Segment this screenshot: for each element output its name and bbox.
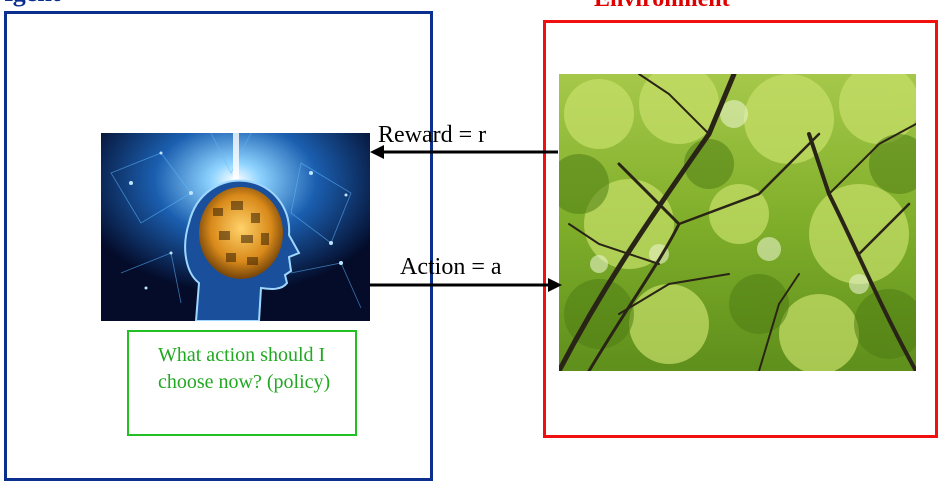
environment-title: Environment: [594, 0, 730, 13]
agent-title: Agent: [0, 0, 60, 8]
forest-image: [559, 74, 916, 371]
ai-head-image: [101, 133, 370, 321]
reward-arrow: [370, 145, 558, 159]
policy-text: What action should I choose now? (policy…: [158, 344, 331, 393]
policy-box: What action should I choose now? (policy…: [127, 330, 357, 436]
action-label: Action = a: [400, 254, 502, 280]
reward-label: Reward = r: [378, 122, 487, 148]
action-arrow: [370, 278, 562, 292]
environment-frame: [543, 20, 938, 438]
